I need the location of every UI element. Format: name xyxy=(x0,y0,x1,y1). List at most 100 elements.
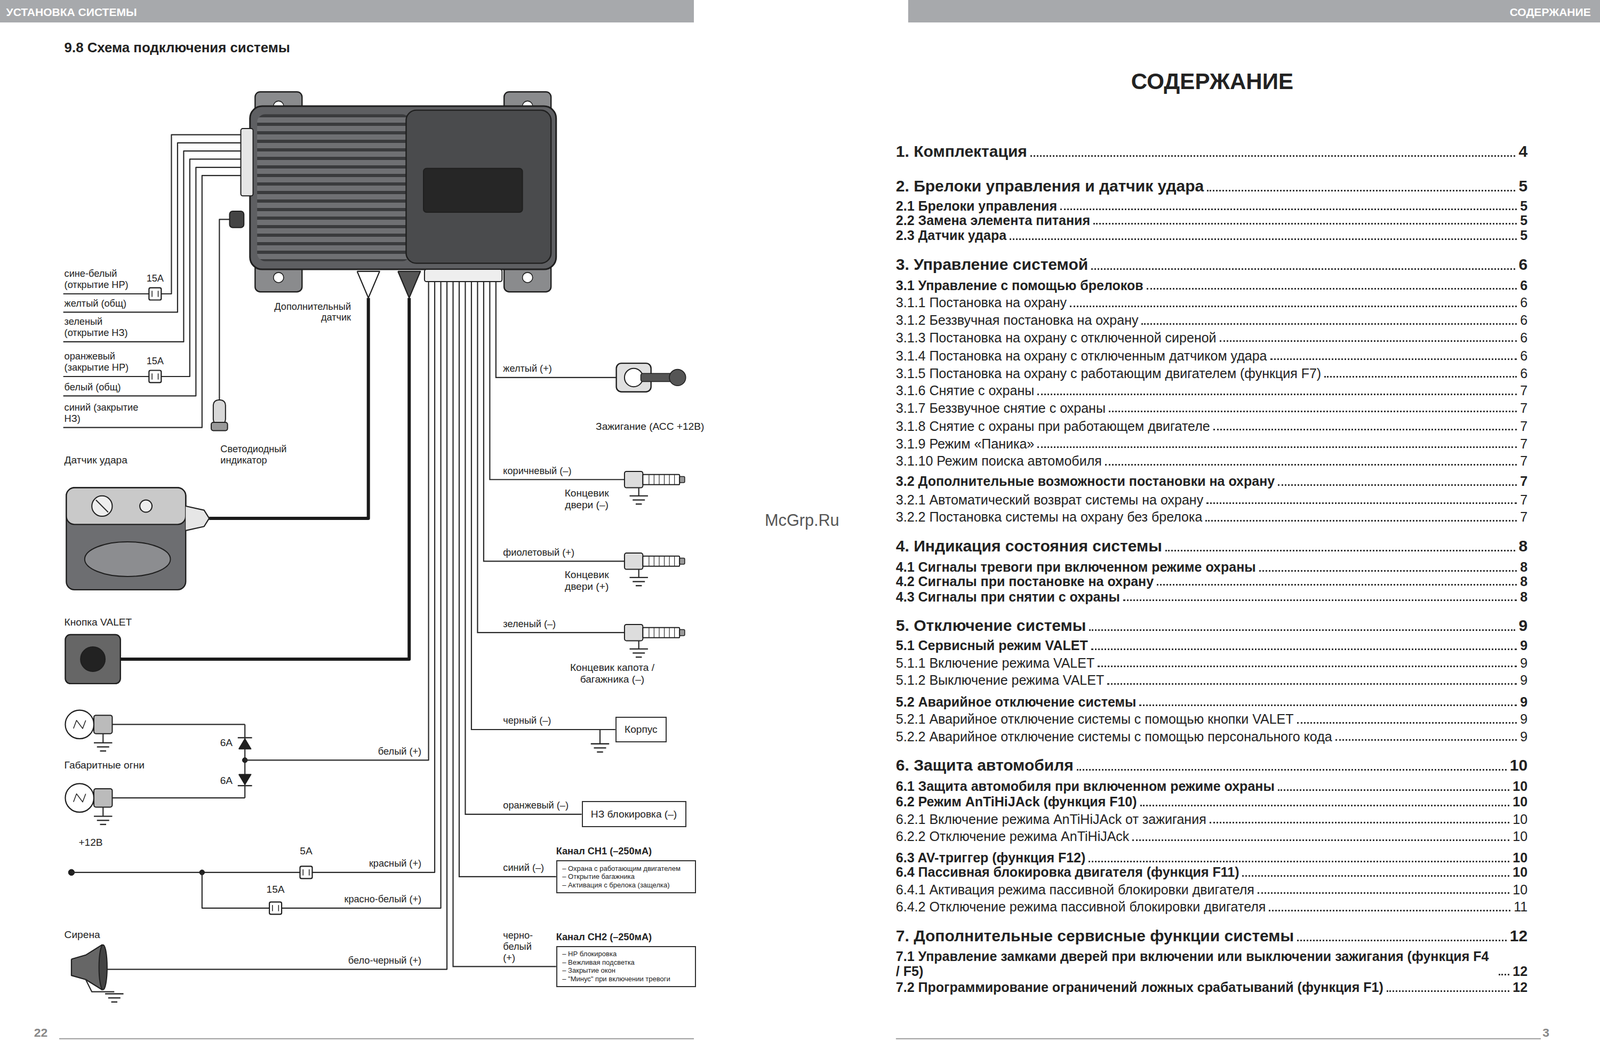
channel-box: Канал CH1 (–250мА)– Охрана с работающим … xyxy=(556,845,696,894)
thread-line xyxy=(664,627,665,638)
page-rule xyxy=(896,1038,1541,1040)
page-number: 9 xyxy=(1520,694,1528,710)
contents-entry: 6.4.2 Отключение режима пассивной блокир… xyxy=(896,899,1267,915)
dot-leader xyxy=(1091,268,1516,270)
wire-label: белый (+) xyxy=(377,746,423,758)
wire-connector xyxy=(241,128,254,196)
page-number: 10 xyxy=(1512,794,1528,810)
ground-symbol xyxy=(93,742,112,744)
page-rule xyxy=(59,1038,694,1040)
wire-label: зеленый (открытие НЗ) xyxy=(63,316,140,339)
thread-line xyxy=(658,474,660,485)
page-number: 5 xyxy=(1520,228,1528,244)
wire xyxy=(112,797,245,799)
ground-symbol xyxy=(590,743,610,745)
contents-row: 6.2.1 Включение режима AnTiHiJAck от заж… xyxy=(896,812,1528,828)
contents-entry: 5.1.2 Выключение режима VALET xyxy=(896,673,1104,688)
page-number: 6 xyxy=(1520,313,1528,328)
contents-entry: 3.1.6 Снятие с охраны xyxy=(896,383,1035,399)
dot-leader xyxy=(1498,973,1510,976)
unit-window xyxy=(423,168,523,213)
page-number: 3 xyxy=(1541,1025,1551,1040)
wire xyxy=(599,729,601,744)
thread-line xyxy=(664,474,665,485)
sensor-connector xyxy=(357,271,380,299)
fuse-rating: 6А xyxy=(219,774,234,787)
contents-row: 2.2 Замена элемента питания5 xyxy=(896,213,1528,229)
contents-entry: 4.1 Сигналы тревоги при включенном режим… xyxy=(896,560,1256,575)
ground-symbol xyxy=(629,495,648,497)
contents-entry: 6.3 AV-триггер (функция F12) xyxy=(896,850,1086,866)
page-number: 7 xyxy=(1520,383,1528,399)
diode-symbol xyxy=(238,774,252,785)
box-label: НЗ блокировка (–) xyxy=(590,808,677,820)
page-number: 12 xyxy=(1509,926,1528,945)
door-switch xyxy=(624,471,643,488)
dot-leader xyxy=(1132,839,1510,842)
dot-leader xyxy=(1213,428,1518,431)
dot-leader xyxy=(1123,599,1517,602)
dot-leader xyxy=(1335,739,1518,741)
page-number: 8 xyxy=(1520,574,1528,590)
diode-symbol xyxy=(238,738,252,749)
dot-leader xyxy=(1270,358,1518,360)
contents-entry: 3.1.3 Постановка на охрану с отключенной… xyxy=(896,330,1217,346)
wire xyxy=(459,281,557,877)
contents-entry: 6.2 Режим AnTiHiJAck (функция F10) xyxy=(896,794,1138,810)
thread-line xyxy=(674,556,675,567)
dot-leader xyxy=(1141,323,1517,325)
contents-row: 3.1.3 Постановка на охрану с отключенной… xyxy=(896,330,1528,346)
led-indicator xyxy=(211,422,228,431)
contents-entry: 3.2.2 Постановка системы на охрану без б… xyxy=(896,509,1203,525)
dot-leader xyxy=(1030,155,1516,157)
page-number: 10 xyxy=(1512,779,1528,795)
ground-symbol xyxy=(635,656,642,658)
adjust-screw xyxy=(91,496,112,517)
mounting-hole xyxy=(522,272,533,283)
wire-label: черный (–) xyxy=(501,715,552,727)
dot-leader xyxy=(1205,520,1517,522)
wire xyxy=(281,281,441,909)
dot-leader xyxy=(1009,238,1517,240)
wire xyxy=(63,167,242,397)
door-switch xyxy=(679,476,685,483)
dot-leader xyxy=(1297,939,1507,942)
thread-line xyxy=(648,627,650,638)
page-number: 6 xyxy=(1520,330,1528,346)
wire xyxy=(63,150,242,342)
wire-label: Дополнительный датчик xyxy=(260,301,352,324)
wire xyxy=(102,806,104,816)
wire xyxy=(489,281,625,480)
fuse-rating: 15А xyxy=(265,883,286,896)
unit-cover xyxy=(405,110,551,264)
contents-entry: 6.4.1 Активация режима пассивной блокиро… xyxy=(896,882,1255,898)
dot-leader xyxy=(1093,222,1517,225)
contents-entry: 3.1 Управление с помощью брелоков xyxy=(896,278,1144,294)
contents-row: 3.1.10 Режим поиска автомобиля7 xyxy=(896,453,1528,469)
page-number: 22 xyxy=(33,1025,50,1040)
box-heading: Канал CH2 (–250мА) xyxy=(556,931,696,943)
dot-leader xyxy=(1386,990,1510,992)
ground-symbol xyxy=(93,815,112,817)
wire-label: Светодиодный индикатор xyxy=(219,443,311,467)
lamp-bulb xyxy=(65,710,94,740)
dot-leader xyxy=(1037,446,1517,448)
dot-leader xyxy=(1088,860,1510,863)
dot-leader xyxy=(1097,665,1517,668)
list-item: – Вежливая подсветка xyxy=(562,958,690,967)
page-number: 8 xyxy=(1520,589,1528,605)
fuse-symbol xyxy=(308,869,310,876)
contents-row: 3.2 Дополнительные возможности постановк… xyxy=(896,474,1528,490)
box-outline: Корпус xyxy=(615,716,667,743)
page-number: 12 xyxy=(1512,980,1528,996)
ground-symbol xyxy=(632,652,645,654)
led-connector xyxy=(229,211,244,228)
ground-symbol xyxy=(97,746,110,748)
contents-row: 5.1 Сервисный режим VALET9 xyxy=(896,638,1528,654)
section-header: УСТАНОВКА СИСТЕМЫ xyxy=(5,5,139,19)
output-box: НЗ блокировка (–) xyxy=(581,801,687,828)
wire xyxy=(244,281,429,760)
contents-row: 3.2.2 Постановка системы на охрану без б… xyxy=(896,509,1528,525)
fuse-symbol xyxy=(151,373,153,380)
contents-row: 2. Брелоки управления и датчик удара5 xyxy=(896,177,1528,195)
